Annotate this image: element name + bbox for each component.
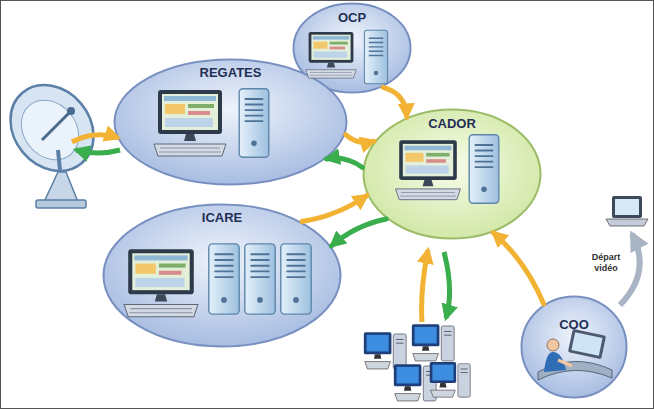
data-flow-arrow xyxy=(493,233,543,304)
node-label: ICARE xyxy=(102,210,342,225)
node-label: OCP xyxy=(292,10,412,25)
system-ellipse: REGATES xyxy=(113,58,348,186)
data-flow-arrow xyxy=(383,87,407,117)
data-flow-arrow xyxy=(332,219,387,246)
data-flow-arrow xyxy=(302,196,367,222)
data-flow-arrow xyxy=(346,135,374,143)
data-flow-arrow xyxy=(326,158,362,167)
node-label: REGATES xyxy=(113,65,348,80)
node-label: CADOR xyxy=(362,116,542,131)
annotation-label: Départ vidéo xyxy=(586,252,626,274)
node-label: COO xyxy=(520,317,628,332)
